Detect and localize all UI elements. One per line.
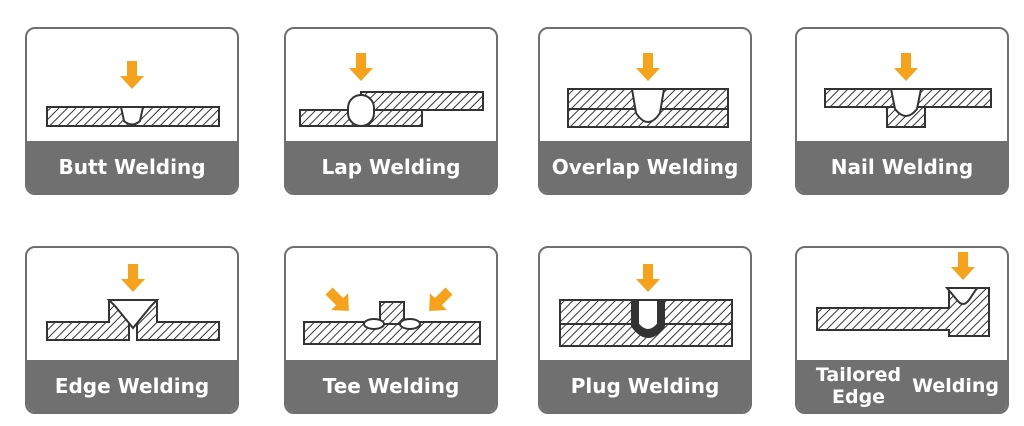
card-label: Nail Welding bbox=[797, 141, 1007, 193]
plug-weld-diagram bbox=[559, 264, 733, 347]
card-label-line: Welding bbox=[912, 375, 999, 397]
card-lap-welding: Lap Welding bbox=[284, 27, 498, 195]
weld-arrow-icon bbox=[636, 264, 660, 292]
card-label: Butt Welding bbox=[27, 141, 237, 193]
nail-weld-diagram bbox=[824, 53, 992, 128]
lap-weld-diagram bbox=[299, 53, 484, 127]
butt-weld-diagram bbox=[46, 61, 220, 127]
card-overlap-welding: Overlap Welding bbox=[538, 27, 752, 195]
weld-arrow-icon bbox=[121, 264, 145, 292]
tee-weld-diagram bbox=[303, 282, 481, 345]
card-tailored-edge-welding: Tailored Edge Welding bbox=[795, 246, 1009, 414]
weld-arrow-icon bbox=[349, 53, 373, 81]
card-nail-welding: Nail Welding bbox=[795, 27, 1009, 195]
edge-weld-diagram bbox=[46, 264, 220, 341]
card-plug-welding: Plug Welding bbox=[538, 246, 752, 414]
weld-arrow-icon bbox=[636, 53, 660, 81]
overlap-weld-diagram bbox=[567, 53, 729, 128]
weld-arrow-icon bbox=[894, 53, 918, 81]
card-label: Tailored Edge Welding bbox=[797, 360, 1007, 412]
card-label: Overlap Welding bbox=[540, 141, 750, 193]
weld-arrow-right-icon bbox=[420, 282, 458, 320]
card-label: Lap Welding bbox=[286, 141, 496, 193]
weld-arrow-icon bbox=[951, 252, 975, 280]
card-label-line: Tailored Edge bbox=[815, 364, 902, 408]
card-butt-welding: Butt Welding bbox=[25, 27, 239, 195]
card-edge-welding: Edge Welding bbox=[25, 246, 239, 414]
card-label: Plug Welding bbox=[540, 360, 750, 412]
weld-arrow-icon bbox=[120, 61, 144, 89]
tailored-edge-weld-diagram bbox=[816, 252, 990, 337]
weld-arrow-left-icon bbox=[320, 282, 358, 320]
card-tee-welding: Tee Welding bbox=[284, 246, 498, 414]
card-label: Edge Welding bbox=[27, 360, 237, 412]
card-label: Tee Welding bbox=[286, 360, 496, 412]
